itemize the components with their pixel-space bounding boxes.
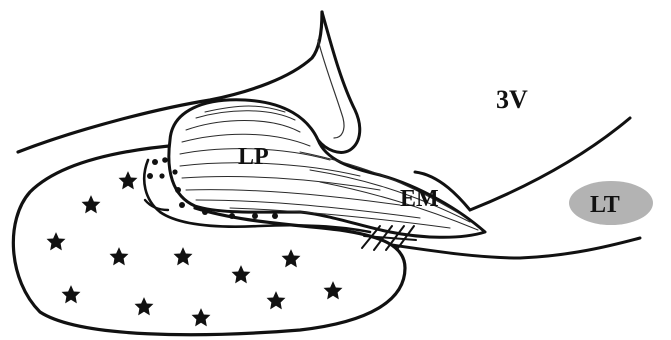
star-icon	[267, 291, 286, 309]
infundibular-stalk-inner	[318, 40, 344, 138]
label-lp: LP	[238, 144, 269, 170]
label-3v: 3V	[496, 85, 528, 114]
star-icon	[324, 281, 343, 299]
lower-right-outline	[392, 238, 640, 258]
label-lt: LT	[590, 192, 620, 218]
star-icon	[119, 171, 138, 189]
cleft-hook	[145, 200, 168, 210]
posterior-lobe	[169, 100, 485, 237]
star-icon	[82, 195, 101, 213]
star-icon	[62, 285, 81, 303]
star-icon	[110, 247, 129, 265]
star-icon	[135, 297, 154, 315]
star-icon	[192, 308, 211, 326]
star-icon	[47, 232, 66, 250]
star-icon	[232, 265, 251, 283]
label-em: EM	[400, 186, 439, 212]
infundibular-stalk	[318, 12, 360, 152]
star-icon	[282, 249, 301, 267]
star-icon	[174, 247, 193, 265]
star-icon	[141, 271, 158, 288]
